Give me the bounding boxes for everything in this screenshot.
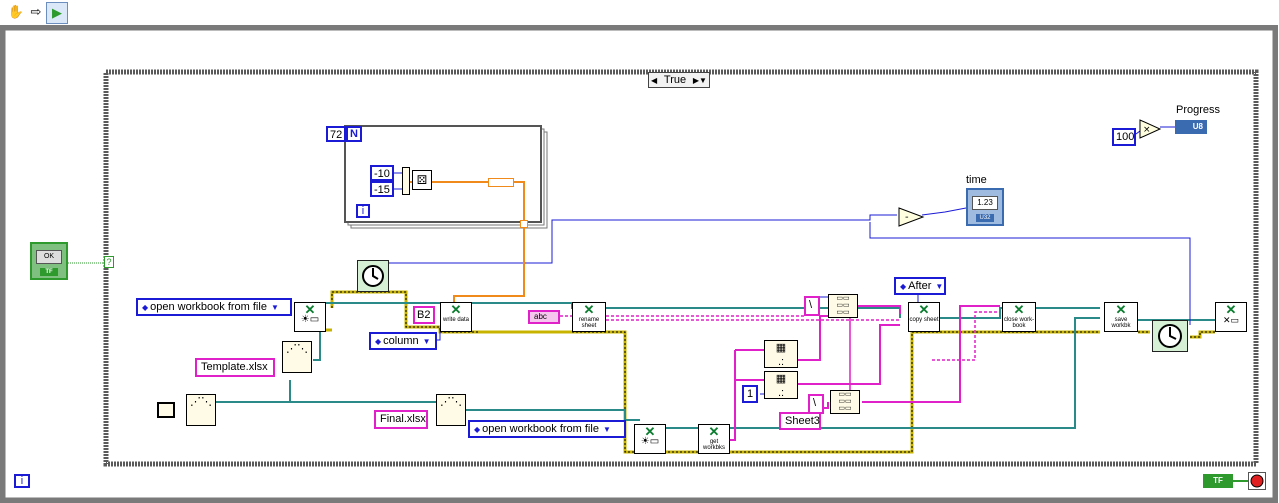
column-ring[interactable]: ◆column▼ bbox=[369, 332, 437, 350]
after-ring-text: After bbox=[908, 280, 932, 292]
copy-sheet-node[interactable]: ✕copy sheet bbox=[908, 302, 940, 332]
time-indicator: 1.23 U32 bbox=[966, 188, 1004, 226]
open-workbook-ring-2-text: open workbook from file bbox=[482, 423, 599, 435]
backslash-constant-2[interactable]: \ bbox=[808, 394, 824, 414]
index-sheet-node[interactable]: ▦.: bbox=[764, 340, 798, 368]
stop-icon bbox=[1250, 474, 1264, 488]
build-array-node[interactable] bbox=[488, 178, 514, 187]
random-range-node[interactable] bbox=[402, 167, 410, 195]
open-workbook-node-2[interactable]: ✕☀▭ bbox=[634, 424, 666, 454]
subtract-node[interactable]: - bbox=[897, 206, 925, 228]
svg-text:×: × bbox=[1143, 125, 1151, 135]
clock-icon bbox=[1158, 324, 1182, 348]
ok-button-label: OK bbox=[36, 250, 62, 264]
sheet-name-constant[interactable]: Sheet3 bbox=[779, 412, 821, 430]
stop-boolean-terminal[interactable]: TF bbox=[1203, 474, 1233, 488]
copy-sheet-label: copy sheet bbox=[909, 317, 939, 323]
selector-increment[interactable]: ▶▼ bbox=[692, 75, 707, 85]
after-ring[interactable]: ◆After▼ bbox=[894, 277, 946, 295]
concatenate-node[interactable]: ▭▭▭▭▭▭ bbox=[828, 294, 858, 318]
abc-string-control[interactable]: abc bbox=[528, 310, 560, 324]
while-loop-border bbox=[0, 25, 1278, 503]
loop-tunnel bbox=[520, 220, 528, 228]
save-workbook-node[interactable]: ✕save workbk bbox=[1104, 302, 1138, 332]
ok-button-terminal[interactable]: OK TF bbox=[30, 242, 68, 280]
save-workbook-label: save workbk bbox=[1111, 317, 1131, 329]
current-vi-path-icon[interactable] bbox=[157, 402, 175, 418]
rename-sheet-node[interactable]: ✕rename sheet bbox=[572, 302, 606, 332]
concatenate-node-2[interactable]: ▭▭▭▭▭▭ bbox=[830, 390, 860, 414]
for-iteration-terminal: i bbox=[356, 204, 370, 218]
highlight-execution-icon[interactable]: ▶ bbox=[46, 2, 68, 24]
time-indicator-type: 1.23 bbox=[972, 196, 998, 210]
dice-icon[interactable]: ⚄ bbox=[412, 170, 432, 190]
open-workbook-ring-2[interactable]: ◆open workbook from file▼ bbox=[468, 420, 626, 438]
random-low-constant[interactable]: -15 bbox=[370, 181, 394, 197]
svg-text:-: - bbox=[905, 212, 909, 223]
clock-icon bbox=[362, 265, 384, 287]
time-label: time bbox=[966, 174, 987, 186]
index-sheet-node-2[interactable]: ▦.: bbox=[764, 371, 798, 399]
strip-path-node[interactable]: ⋰⋱ bbox=[186, 394, 216, 426]
get-workbooks-node[interactable]: ✕get workbks bbox=[698, 424, 730, 454]
get-workbooks-label: get workbks bbox=[702, 439, 725, 451]
progress-indicator: U8 bbox=[1175, 120, 1207, 134]
for-loop-border bbox=[344, 125, 542, 223]
tick-count-node-2[interactable] bbox=[1152, 320, 1188, 352]
close-workbook-label: close work- book bbox=[1003, 317, 1035, 329]
close-workbook-node[interactable]: ✕close work- book bbox=[1002, 302, 1036, 332]
while-iteration-terminal: i bbox=[14, 474, 30, 488]
run-arrow-icon[interactable]: ⇨ bbox=[30, 4, 42, 19]
random-high-constant[interactable]: -10 bbox=[370, 165, 394, 181]
time-indicator-repr: U32 bbox=[976, 214, 994, 222]
stop-condition-terminal[interactable] bbox=[1248, 472, 1266, 490]
case-selector[interactable]: ◀ True ▶▼ bbox=[648, 72, 710, 88]
open-workbook-ring-1[interactable]: ◆open workbook from file▼ bbox=[136, 298, 292, 316]
case-selector-terminal: ? bbox=[104, 256, 114, 268]
tick-count-node[interactable] bbox=[357, 260, 389, 292]
write-data-node[interactable]: ✕write data bbox=[440, 302, 472, 332]
open-workbook-node[interactable]: ✕☀▭ bbox=[294, 302, 326, 332]
case-selector-label: True bbox=[663, 74, 687, 86]
sheet-index-constant[interactable]: 1 bbox=[742, 385, 758, 403]
progress-label: Progress bbox=[1176, 104, 1221, 116]
final-file-constant[interactable]: Final.xlsx bbox=[374, 410, 428, 429]
build-path-node[interactable]: ⋰⋱ bbox=[282, 341, 312, 373]
build-path-node-2[interactable]: ⋰⋱ bbox=[436, 394, 466, 426]
selector-decrement[interactable]: ◀ bbox=[651, 75, 658, 85]
operate-tool-icon[interactable]: ✋ bbox=[7, 4, 25, 19]
column-ring-text: column bbox=[383, 335, 419, 347]
multiplier-constant[interactable]: 100 bbox=[1112, 128, 1136, 146]
ok-button-type: TF bbox=[40, 268, 58, 276]
stop-wire bbox=[1233, 480, 1249, 482]
write-data-label: write data bbox=[442, 317, 469, 323]
cell-constant[interactable]: B2 bbox=[413, 306, 435, 324]
template-file-constant[interactable]: Template.xlsx bbox=[195, 358, 275, 377]
rename-sheet-label: rename sheet bbox=[578, 317, 600, 329]
multiply-node[interactable]: × bbox=[1138, 118, 1162, 140]
backslash-constant[interactable]: \ bbox=[804, 296, 820, 316]
count-terminal: N bbox=[346, 126, 362, 142]
open-workbook-ring-1-text: open workbook from file bbox=[150, 301, 267, 313]
close-excel-node[interactable]: ✕✕▭ bbox=[1215, 302, 1247, 332]
loop-count-constant[interactable]: 72 bbox=[326, 126, 346, 142]
case-structure-border bbox=[103, 69, 1259, 467]
